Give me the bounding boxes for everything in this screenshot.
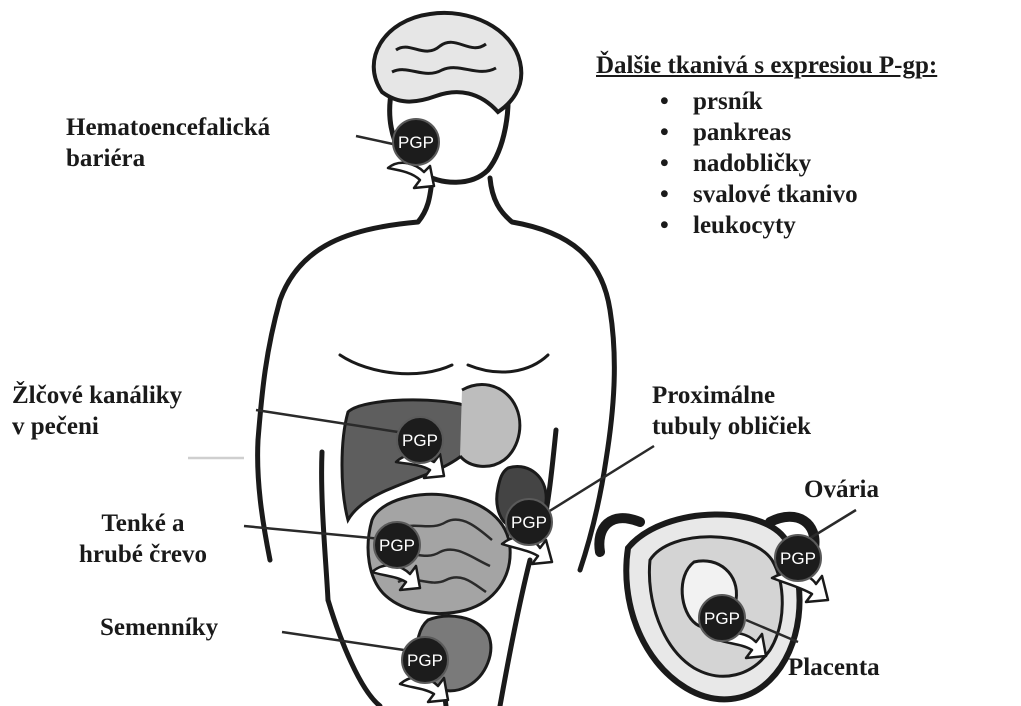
svg-text:PGP: PGP: [407, 651, 443, 670]
svg-text:PGP: PGP: [704, 609, 740, 628]
label-ovaries: Ovária: [804, 474, 879, 505]
other-tissues-list: prsník pankreas nadobličky svalové tkani…: [648, 86, 858, 241]
chest-line: [340, 355, 548, 374]
label-testes: Semenníky: [100, 612, 218, 643]
pgp-marker-ovary: PGP: [775, 535, 821, 581]
tissue-item: pankreas: [648, 117, 858, 148]
tissue-item: svalové tkanivo: [648, 179, 858, 210]
pgp-marker-testes: PGP: [402, 637, 448, 683]
label-proximal-tubules-kidney: Proximálne tubuly obličiek: [652, 380, 811, 442]
tissue-item: leukocyty: [648, 210, 858, 241]
tissue-item: prsník: [648, 86, 858, 117]
svg-text:PGP: PGP: [402, 431, 438, 450]
other-tissues-heading: Ďalšie tkanivá s expresiou P-gp:: [596, 52, 937, 80]
pgp-marker-kidney: PGP: [506, 499, 552, 545]
stomach-organ: [460, 385, 520, 467]
left-arm-inner: [322, 452, 328, 600]
label-intestine: Tenké a hrubé črevo: [58, 508, 228, 570]
label-blood-brain-barrier: Hematoencefalická bariéra: [66, 112, 270, 174]
svg-text:PGP: PGP: [379, 536, 415, 555]
pgp-marker-placenta: PGP: [699, 595, 745, 641]
svg-text:PGP: PGP: [780, 549, 816, 568]
svg-text:PGP: PGP: [398, 133, 434, 152]
tissue-item: nadobličky: [648, 148, 858, 179]
label-placenta: Placenta: [788, 652, 880, 683]
arrow-icon: [388, 163, 434, 188]
pgp-marker-liver: PGP: [397, 417, 443, 463]
hair: [374, 13, 522, 112]
pgp-marker-intestine: PGP: [374, 522, 420, 568]
label-bile-canaliculi-liver: Žlčové kanáliky v pečeni: [12, 380, 182, 442]
svg-text:PGP: PGP: [511, 513, 547, 532]
pgp-marker-bbb: PGP: [393, 119, 439, 165]
